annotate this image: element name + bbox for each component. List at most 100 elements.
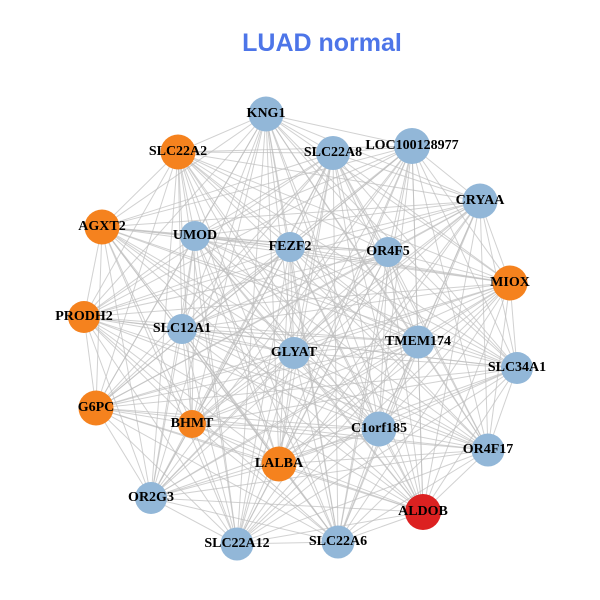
network-edge: [337, 251, 389, 543]
network-edge: [101, 226, 419, 343]
network-edge: [95, 407, 152, 499]
network-edge: [417, 341, 518, 369]
network-edge: [150, 341, 419, 499]
network-edge: [236, 352, 295, 545]
network-edge: [181, 328, 295, 354]
node-SLC22A6: [321, 525, 355, 559]
network-edge: [83, 316, 419, 343]
network-edge: [236, 367, 518, 545]
network-edge: [289, 246, 389, 253]
network-edge: [289, 246, 419, 343]
node-LOC100128977: [394, 128, 430, 164]
network-edge: [150, 113, 267, 499]
network-edge: [422, 282, 511, 513]
node-SLC22A2: [160, 134, 196, 170]
network-edge: [150, 497, 339, 543]
network-edge: [83, 316, 238, 545]
network-edge: [278, 367, 518, 465]
network-edge: [95, 407, 238, 545]
node-SLC22A12: [220, 527, 254, 561]
network-edge: [422, 200, 481, 513]
network-edge: [95, 407, 339, 543]
network-edge: [337, 145, 413, 543]
network-edge: [387, 251, 489, 451]
node-MIOX: [492, 265, 528, 301]
node-CRYAA: [462, 183, 498, 219]
network-edge: [150, 200, 481, 499]
network-edge: [278, 352, 295, 465]
network-edge: [191, 423, 238, 545]
network-edge: [278, 152, 334, 465]
network-edge: [332, 152, 339, 543]
network-edge: [332, 152, 518, 369]
network-edge: [83, 282, 511, 318]
network-edge: [101, 226, 518, 369]
network-edge: [181, 282, 511, 330]
network-edge: [417, 282, 511, 343]
network-edge: [278, 428, 380, 465]
node-UMOD: [180, 221, 210, 251]
network-edge: [181, 328, 238, 545]
network-edge: [337, 367, 518, 543]
network-edge: [194, 145, 413, 237]
network-edge: [177, 151, 183, 330]
network-edge: [387, 251, 424, 513]
network-edge: [411, 145, 489, 451]
network-edge: [83, 316, 380, 430]
network-edge: [95, 367, 518, 409]
network-edge: [278, 463, 424, 513]
network-edge: [181, 328, 419, 343]
network-edge: [293, 341, 419, 354]
network-edge: [150, 463, 280, 499]
network-edge: [293, 352, 518, 369]
node-FEZF2: [275, 232, 305, 262]
network-edge: [150, 251, 389, 499]
network-edge: [387, 251, 518, 369]
network-edge: [265, 113, 413, 147]
network-edge: [194, 152, 334, 237]
network-edge: [191, 113, 267, 425]
network-edge: [83, 113, 267, 318]
network-edge: [181, 200, 481, 330]
network-edge: [83, 235, 196, 318]
node-OR2G3: [135, 482, 167, 514]
network-edge: [265, 113, 511, 284]
network-edge: [95, 328, 183, 409]
node-SLC22A8: [316, 136, 350, 170]
network-edge: [177, 151, 334, 154]
network-edge: [265, 113, 481, 202]
network-edge: [278, 449, 489, 465]
network-edge: [150, 282, 511, 499]
network-edge: [411, 145, 511, 284]
node-SLC34A1: [501, 352, 533, 384]
network-edge: [378, 428, 489, 451]
network-edge: [278, 282, 511, 465]
network-edge: [83, 316, 193, 425]
network-edge: [95, 407, 380, 430]
network-edge: [293, 352, 380, 430]
network-edge: [194, 235, 291, 248]
node-OR4F17: [471, 433, 505, 467]
network-edge: [332, 152, 424, 513]
network-edge: [194, 235, 339, 543]
network-edge: [337, 282, 511, 543]
network-edge: [378, 282, 511, 430]
network-edge: [95, 341, 419, 409]
node-PRODH2: [68, 301, 100, 333]
network-edge: [332, 152, 489, 451]
network-edge: [191, 341, 419, 425]
network-edge: [194, 235, 238, 545]
network-edge: [417, 341, 424, 513]
network-edge: [289, 246, 424, 513]
network-edge: [95, 151, 179, 409]
node-SLC12A1: [167, 314, 197, 344]
network-edge: [293, 152, 334, 354]
network-edge: [95, 251, 389, 409]
network-edge: [177, 145, 413, 153]
node-OR4F5: [373, 237, 403, 267]
network-edge: [236, 246, 291, 545]
network-edge: [387, 145, 413, 253]
network-edge: [177, 151, 389, 253]
network-edge: [236, 541, 339, 545]
